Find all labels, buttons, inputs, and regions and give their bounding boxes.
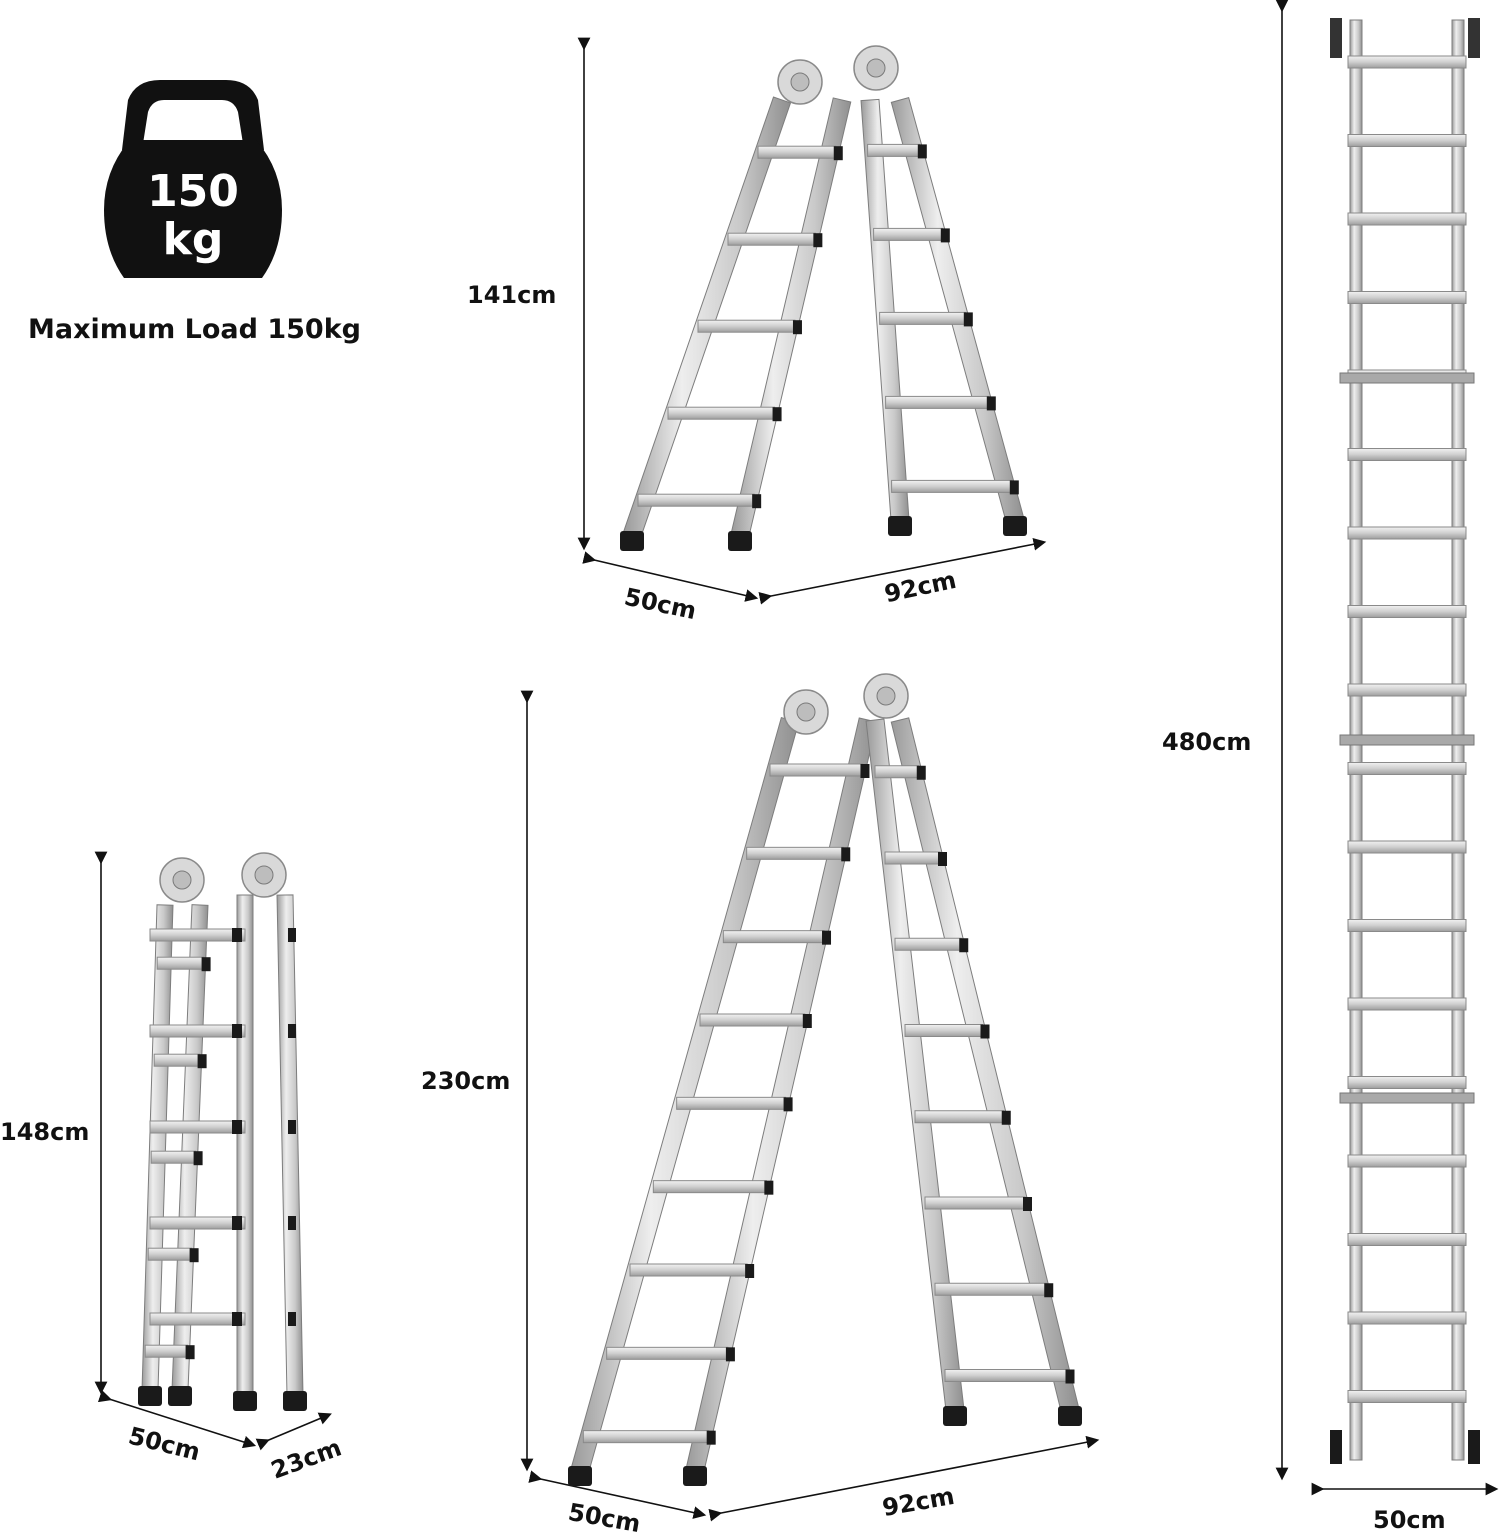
a-frame-tall-depth-line	[528, 1470, 707, 1519]
straight-height-label: 480cm	[1162, 728, 1252, 756]
folded-height-label: 148cm	[0, 1118, 90, 1146]
folded-width-line	[97, 1389, 257, 1449]
a-frame-small-ladder	[620, 45, 1027, 551]
a-frame-small-depth-line	[582, 551, 759, 602]
folded-depth-line	[255, 1412, 332, 1451]
a-frame-tall-ladder	[568, 673, 1082, 1486]
folded-ladder	[138, 852, 307, 1411]
a-frame-small-width-line	[758, 537, 1047, 605]
straight-ladder	[1330, 18, 1480, 1464]
kettlebell-unit: kg	[163, 214, 224, 265]
straight-width-label: 50cm	[1373, 1506, 1446, 1534]
a-frame-small-height-label: 141cm	[467, 281, 557, 309]
a-frame-tall-height-label: 230cm	[421, 1067, 511, 1095]
a-frame-tall-width-line	[708, 1435, 1100, 1522]
kettlebell-icon: 150 kg	[104, 80, 282, 278]
load-caption: Maximum Load 150kg	[28, 314, 361, 345]
kettlebell-weight: 150	[147, 166, 239, 217]
